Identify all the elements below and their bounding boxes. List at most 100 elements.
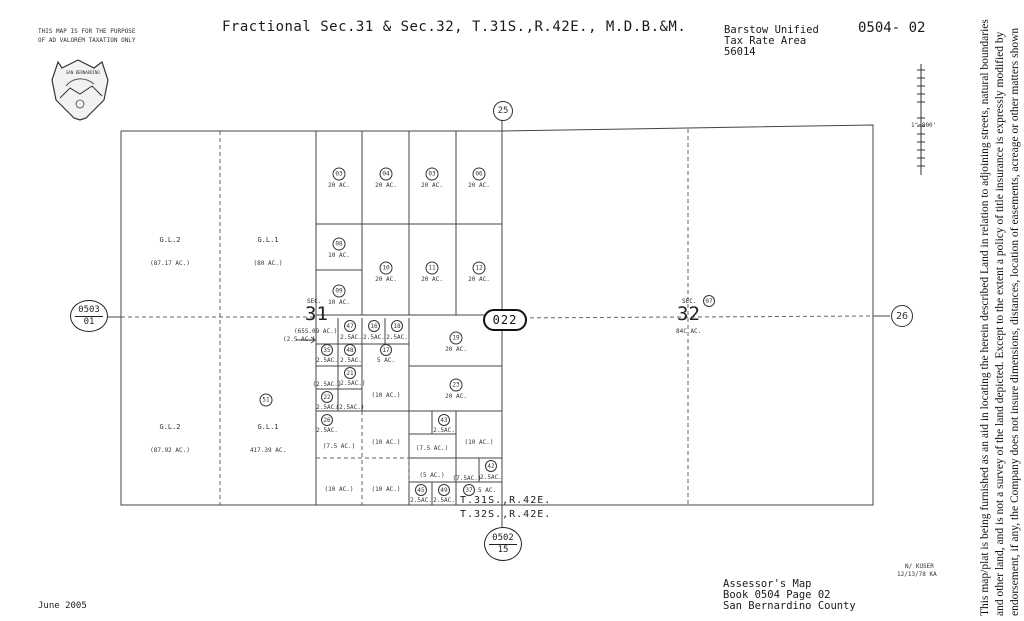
parcel-09-acreage: 10 AC.	[328, 299, 350, 306]
adjacent-map-south[interactable]: 0502 15	[484, 527, 522, 561]
parcel-45-acreage: 2.5AC.	[410, 497, 432, 504]
adjacent-west-page: 01	[83, 316, 95, 327]
parcel-03-west[interactable]: 03	[332, 167, 346, 181]
parcel-42[interactable]: 42	[485, 460, 497, 472]
parcel-26[interactable]: 26	[321, 414, 333, 426]
parcel-47[interactable]: 47	[344, 320, 356, 332]
parcel-03-east[interactable]: 03	[425, 167, 439, 181]
parcel-7-5ac-small: (7.5AC.)	[452, 475, 482, 482]
parcel-17-acreage: 5 AC.	[376, 357, 396, 364]
adjacent-south-page: 15	[497, 544, 509, 555]
parcel-07[interactable]: 07	[703, 295, 715, 307]
map-page-oval: 022	[483, 309, 527, 331]
parcel-48-acreage: 2.5AC.	[340, 357, 362, 364]
section-32-acreage: 84C AC.	[676, 328, 702, 335]
parcel-04-acreage: 20 AC.	[375, 182, 397, 189]
parcel-49[interactable]: 49	[438, 484, 450, 496]
map-page-oval-label: 022	[492, 313, 518, 327]
parcel-08-acreage: 10 AC.	[328, 252, 350, 259]
revision-note-1: N/ KUSER	[905, 563, 934, 570]
parcel-16[interactable]: 16	[368, 320, 380, 332]
map-title: Fractional Sec.31 & Sec.32, T.31S.,R.42E…	[222, 19, 687, 35]
gov-lot-1-south[interactable]: G.L.1 417.39 AC.	[249, 423, 287, 454]
parcel-23[interactable]: 23	[449, 378, 463, 392]
parcel-19-acreage: 20 AC.	[445, 346, 467, 353]
parcel-7-5ac-west: (7.5 AC.)	[322, 443, 356, 450]
parcel-35-acreage: 2.5AC.	[316, 357, 338, 364]
parcel-43-acreage: 2.5AC.	[433, 427, 455, 434]
parcel-12[interactable]: 12	[472, 261, 486, 275]
county-label: San Bernardino County	[723, 600, 856, 612]
parcel-10ac-s: (10 AC.)	[371, 486, 401, 493]
gov-lot-2-south[interactable]: G.L.2 (87.92 AC.)	[150, 423, 190, 454]
section-31-number: 31	[305, 303, 328, 325]
stamp-line-2: OF AD VALOREM TAXATION ONLY	[38, 37, 136, 44]
parcel-21[interactable]: 21	[344, 367, 356, 379]
scale-label: 1"=800'	[911, 122, 937, 129]
parcel-06[interactable]: 06	[472, 167, 486, 181]
parcel-08[interactable]: 08	[332, 237, 346, 251]
tax-rate-number: 56014	[724, 46, 756, 58]
parcel-18[interactable]: 18	[391, 320, 403, 332]
parcel-16-acreage: 2.5AC.	[363, 334, 385, 341]
north-arrow	[917, 64, 925, 175]
gov-lot-1-north[interactable]: G.L.1 (80 AC.)	[253, 236, 283, 267]
parcel-03-west-acreage: 20 AC.	[328, 182, 350, 189]
parcel-11-acreage: 20 AC.	[421, 276, 443, 283]
parcel-37-acreage: 5 AC.	[478, 487, 497, 494]
parcel-37[interactable]: 37	[463, 484, 475, 496]
parcel-45[interactable]: 45	[415, 484, 427, 496]
gov-lot-2-north[interactable]: G.L.2 (87.17 AC.)	[150, 236, 190, 267]
parcel-04[interactable]: 04	[379, 167, 393, 181]
parcel-17[interactable]: 17	[380, 344, 392, 356]
adjacent-east-label: 26	[895, 310, 909, 322]
parcel-09[interactable]: 09	[332, 284, 346, 298]
parcel-03-east-acreage: 20 AC.	[421, 182, 443, 189]
county-seal-icon	[51, 59, 109, 121]
parcel-12-acreage: 20 AC.	[468, 276, 490, 283]
seal-label: SAN BERNARDINO	[66, 70, 100, 75]
parcel-10ac-middle: (10 AC.)	[371, 439, 401, 446]
book-page-number: 0504- 02	[858, 20, 926, 36]
parcel-51[interactable]: 51	[259, 393, 273, 407]
adjacent-map-west[interactable]: 0503 01	[70, 300, 108, 332]
adjacent-map-east[interactable]: 26	[891, 305, 913, 327]
parcel-5ac: (5 AC.)	[419, 472, 445, 479]
parcel-2-5-acreage-arrow: (2.5 AC.)	[283, 336, 316, 343]
parcel-47-acreage: 2.5AC.	[340, 334, 362, 341]
parcel-west-2-5-acreage: (2.5AC.)	[312, 381, 342, 388]
parcel-7-5ac-center: (7.5 AC.)	[415, 445, 449, 452]
parcel-10ac-sw: (10 AC.)	[324, 486, 354, 493]
parcel-26-acreage: 2.5AC.	[316, 427, 338, 434]
section-31-acreage: (655.09 AC.)	[294, 328, 338, 335]
parcel-22[interactable]: 22	[321, 391, 333, 403]
tax-rate-line-2: Tax Rate Area	[724, 35, 807, 47]
parcel-10-acreage: 20 AC.	[375, 276, 397, 283]
stamp-line-1: THIS MAP IS FOR THE PURPOSE	[38, 28, 136, 35]
parcel-22-acreage: 2.5AC.	[316, 404, 338, 411]
parcel-48[interactable]: 48	[344, 344, 356, 356]
tax-rate-line-1: Barstow Unified	[724, 24, 819, 36]
parcel-10ac-acreage: (10 AC.)	[371, 392, 401, 399]
title-disclaimer: This map/plat is being furnished as an a…	[979, 19, 1021, 616]
section-31-prefix: SEC.	[307, 298, 322, 305]
book-page-label: Book 0504 Page 02	[723, 589, 831, 601]
adjacent-map-north[interactable]: 25	[493, 101, 513, 121]
parcel-11[interactable]: 11	[425, 261, 439, 275]
parcel-21-acreage: (2.5AC.)	[336, 380, 366, 387]
parcel-06-acreage: 20 AC.	[468, 182, 490, 189]
map-date: June 2005	[38, 601, 87, 611]
township-32s: T.32S.,R.42E.	[460, 509, 552, 520]
parcel-35[interactable]: 35	[321, 344, 333, 356]
revision-note-2: 12/13/78 KA	[897, 571, 937, 578]
parcel-19[interactable]: 19	[449, 331, 463, 345]
adjacent-west-book: 0503	[78, 304, 100, 315]
parcel-42-acreage: 2.5AC.	[480, 474, 502, 481]
parcel-49-acreage: 2.5AC.	[433, 497, 455, 504]
assessors-map-label: Assessor's Map	[723, 578, 812, 590]
parcel-43[interactable]: 43	[438, 414, 450, 426]
parcel-18-acreage: 2.5AC.	[386, 334, 408, 341]
section-32-prefix: SEC.	[682, 298, 697, 305]
parcel-10[interactable]: 10	[379, 261, 393, 275]
